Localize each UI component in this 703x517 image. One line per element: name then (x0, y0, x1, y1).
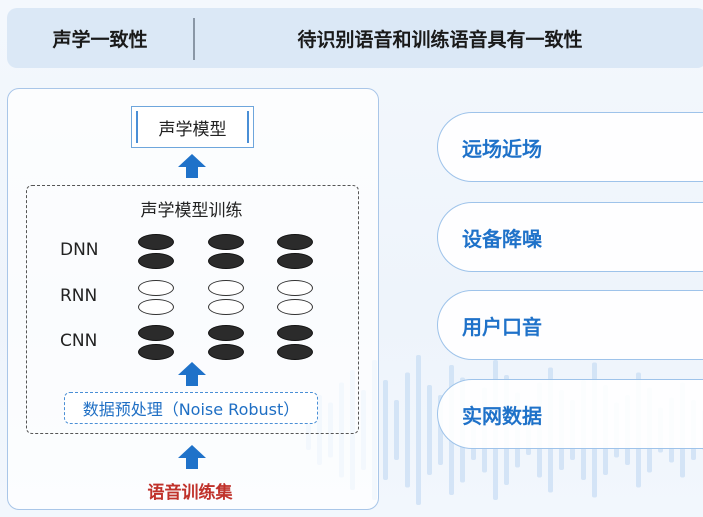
network-node (138, 325, 174, 341)
header-title: 声学一致性 (52, 28, 148, 51)
model-training-title: 声学模型训练 (140, 201, 243, 221)
arrow-up-icon (178, 445, 206, 469)
network-node (208, 253, 244, 269)
network-node (208, 234, 244, 250)
factor-pill-device-denoise: 设备降噪 (437, 202, 703, 272)
layer-label-cnn: CNN (60, 331, 98, 351)
factor-pill-live-network-data: 实网数据 (437, 379, 703, 449)
speech-training-set-label: 语音训练集 (147, 483, 233, 503)
network-node (277, 299, 313, 315)
arrow-up-icon (178, 154, 206, 178)
network-node (277, 344, 313, 360)
layer-label-dnn: DNN (60, 240, 99, 260)
wave-bar (405, 372, 410, 488)
wave-bar (416, 355, 421, 505)
network-node (208, 325, 244, 341)
wave-bar (394, 400, 399, 460)
factor-label: 设备降噪 (462, 226, 542, 251)
network-node (138, 299, 174, 315)
arrow-up-icon (178, 362, 206, 386)
network-node (138, 280, 174, 296)
factor-label: 实网数据 (462, 403, 542, 428)
preprocess-box: 数据预处理（Noise Robust） (64, 392, 318, 424)
model-training-box (26, 185, 359, 434)
network-node (208, 299, 244, 315)
factor-pill-far-near-field: 远场近场 (437, 112, 703, 182)
network-node (138, 344, 174, 360)
network-node (138, 234, 174, 250)
network-node (208, 344, 244, 360)
preprocess-label: 数据预处理（Noise Robust） (82, 400, 300, 419)
network-node (138, 253, 174, 269)
factor-label: 远场近场 (462, 136, 542, 161)
factor-label: 用户口音 (462, 314, 542, 339)
network-node (277, 234, 313, 250)
network-node (277, 253, 313, 269)
acoustic-model-label: 声学模型 (158, 119, 227, 140)
network-node (277, 280, 313, 296)
acoustic-model-box: 声学模型 (131, 106, 254, 148)
wave-bar (427, 385, 432, 475)
layer-label-rnn: RNN (60, 286, 98, 306)
wave-bar (383, 380, 388, 480)
header-banner: 声学一致性 待识别语音和训练语音具有一致性 (7, 8, 703, 68)
header-subtitle: 待识别语音和训练语音具有一致性 (297, 28, 583, 51)
network-node (208, 280, 244, 296)
network-node (277, 325, 313, 341)
factor-pill-user-accent: 用户口音 (437, 290, 703, 360)
header-divider (193, 18, 195, 60)
